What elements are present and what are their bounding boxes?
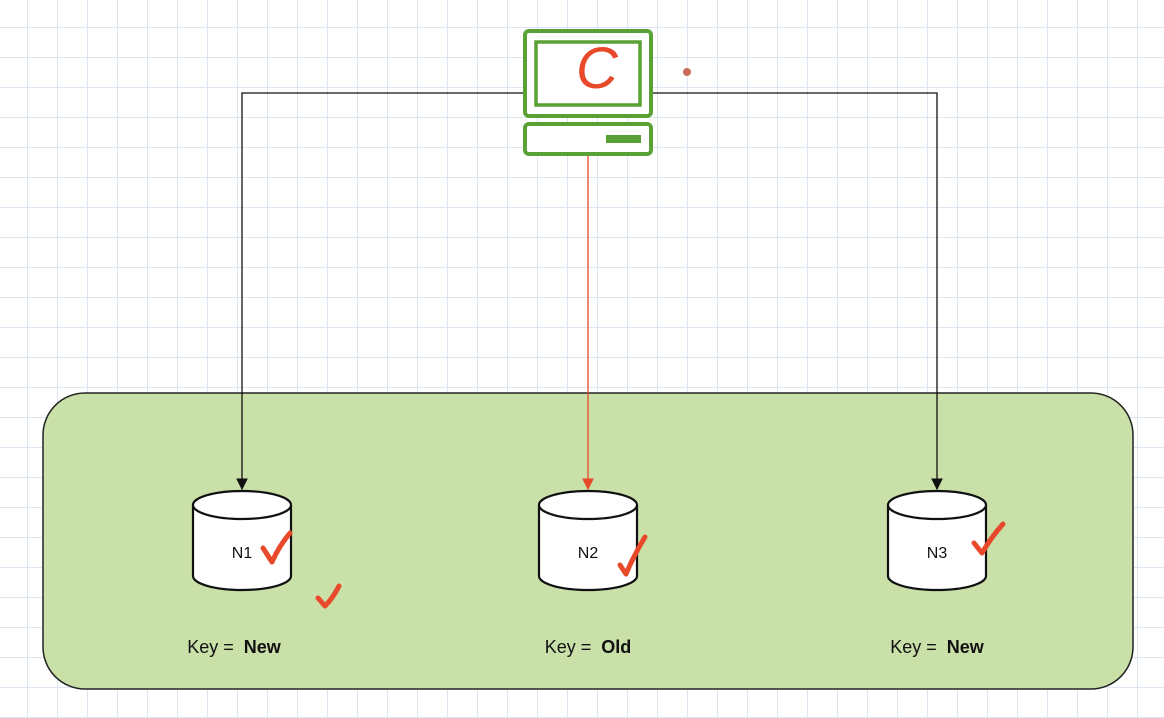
database-cylinder-icon xyxy=(886,489,988,592)
node-name-n1: N1 xyxy=(231,545,253,562)
key-label-text: Key = xyxy=(187,637,234,657)
node-name-n3: N3 xyxy=(926,545,948,562)
check-mark-icon xyxy=(260,530,293,565)
connector-client-to-n3 xyxy=(652,92,943,491)
check-mark-icon xyxy=(617,534,648,577)
key-value: New xyxy=(243,637,281,657)
database-cylinder-icon xyxy=(537,489,639,592)
key-value: New xyxy=(946,637,984,657)
key-label-n3: Key = New xyxy=(890,637,984,658)
key-label-text: Key = xyxy=(544,637,592,657)
key-label-n1: Key = New xyxy=(187,637,281,658)
computer-monitor-icon xyxy=(523,29,653,156)
client-letter: C xyxy=(576,36,618,101)
node-name-n2: N2 xyxy=(577,545,599,562)
pointer-dot xyxy=(683,68,691,76)
database-cylinder-icon xyxy=(191,489,293,592)
key-label-text: Key = xyxy=(890,637,937,657)
key-label-n2: Key = Old xyxy=(545,637,632,658)
connector-client-to-n1 xyxy=(236,92,525,491)
check-mark-icon xyxy=(971,521,1006,556)
key-value: Old xyxy=(601,637,632,657)
check-mark-icon xyxy=(315,583,342,609)
